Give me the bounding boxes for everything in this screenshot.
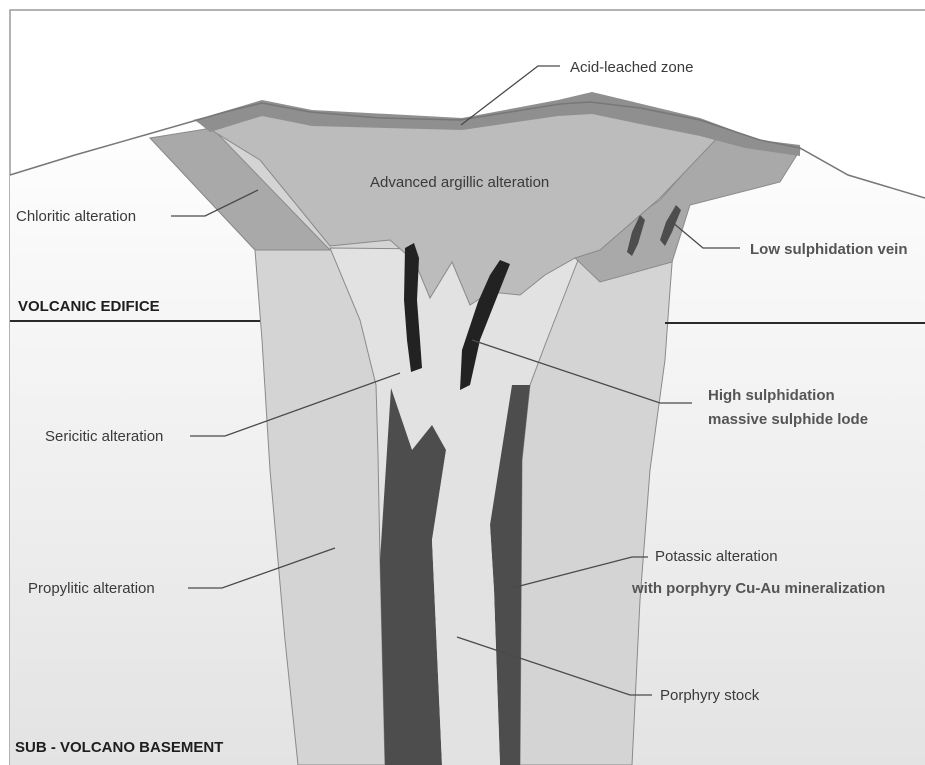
- label-chloritic-alteration: Chloritic alteration: [16, 208, 136, 225]
- label-advanced-argillic-alteration: Advanced argillic alteration: [370, 174, 549, 191]
- label-potassic-alteration-line2: with porphyry Cu-Au mineralization: [631, 580, 885, 597]
- label-high-sulphidation-line1: High sulphidation: [708, 387, 835, 404]
- label-potassic-alteration-line1: Potassic alteration: [655, 548, 778, 565]
- label-porphyry-stock: Porphyry stock: [660, 687, 760, 704]
- label-volcanic-edifice: VOLCANIC EDIFICE: [18, 298, 160, 315]
- label-high-sulphidation-line2: massive sulphide lode: [708, 411, 868, 428]
- label-sericitic-alteration: Sericitic alteration: [45, 428, 163, 445]
- label-acid-leached-zone: Acid-leached zone: [570, 59, 693, 76]
- label-sub-volcano-basement: SUB - VOLCANO BASEMENT: [15, 739, 223, 756]
- label-low-sulphidation-vein: Low sulphidation vein: [750, 241, 908, 258]
- label-propylitic-alteration: Propylitic alteration: [28, 580, 155, 597]
